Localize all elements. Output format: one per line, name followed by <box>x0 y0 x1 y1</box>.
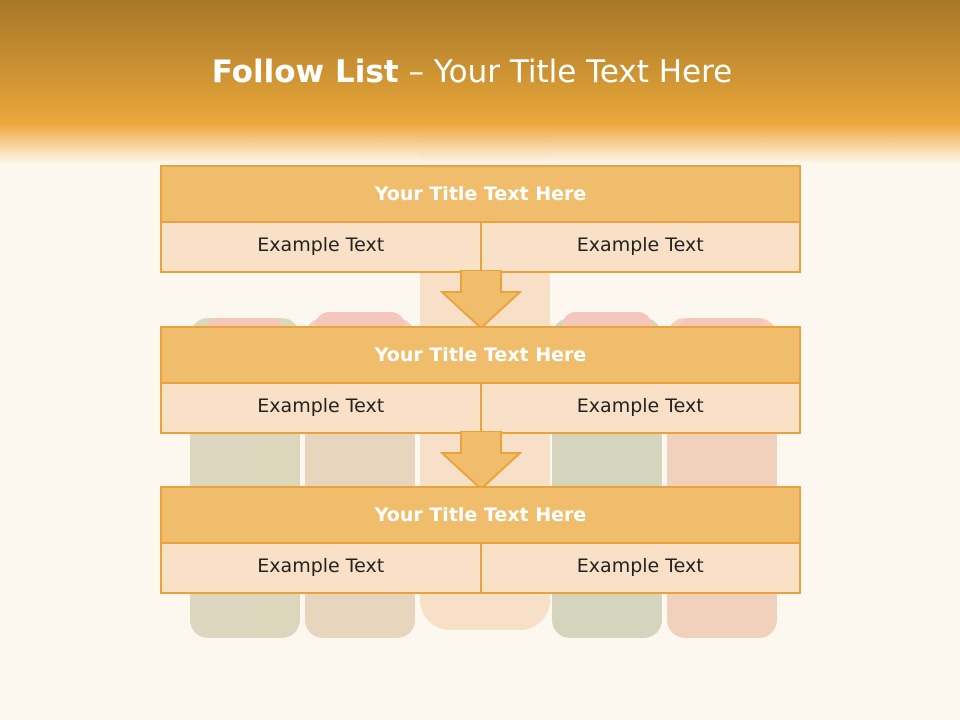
step-block-1: Your Title Text Here Example Text Exampl… <box>160 165 801 273</box>
step-row-3: Example Text Example Text <box>160 544 801 594</box>
step-block-2: Your Title Text Here Example Text Exampl… <box>160 326 801 434</box>
step-title-3: Your Title Text Here <box>160 486 801 544</box>
step-cell-2-left: Example Text <box>160 384 482 434</box>
slide-title: Follow List – Your Title Text Here <box>0 54 944 90</box>
step-block-3: Your Title Text Here Example Text Exampl… <box>160 486 801 594</box>
slide-title-bold: Follow List <box>211 54 399 90</box>
step-title-1: Your Title Text Here <box>160 165 801 223</box>
step-cell-3-right: Example Text <box>479 544 801 594</box>
step-cell-2-right: Example Text <box>479 384 801 434</box>
slide-title-rest: – Your Title Text Here <box>398 54 733 90</box>
step-row-2: Example Text Example Text <box>160 384 801 434</box>
step-row-1: Example Text Example Text <box>160 223 801 273</box>
step-title-2: Your Title Text Here <box>160 326 801 384</box>
step-cell-3-left: Example Text <box>160 544 482 594</box>
step-cell-1-right: Example Text <box>479 223 801 273</box>
step-cell-1-left: Example Text <box>160 223 482 273</box>
down-arrow-icon <box>440 431 522 491</box>
down-arrow-icon <box>440 270 522 330</box>
